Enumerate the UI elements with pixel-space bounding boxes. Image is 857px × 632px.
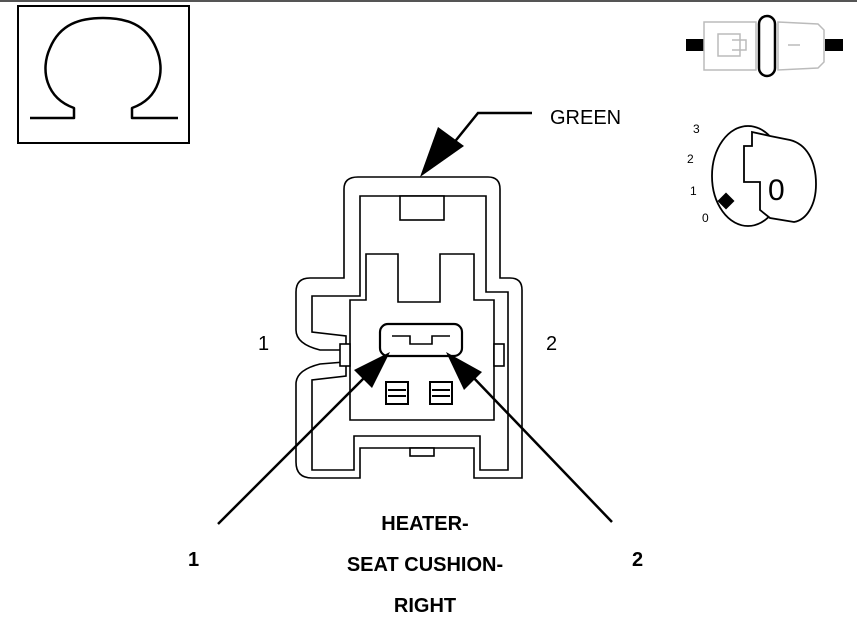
ignition-position-2: 2 <box>687 152 694 166</box>
ignition-position-1: 1 <box>690 184 697 198</box>
pin-side-label-right: 2 <box>546 333 557 355</box>
connector-name-line-3: RIGHT <box>394 595 456 617</box>
ignition-position-3: 3 <box>693 122 700 136</box>
connector-name-line-2: SEAT CUSHION- <box>347 554 503 576</box>
color-callout <box>420 111 532 177</box>
pin-callout-1: 1 <box>188 549 199 571</box>
pin-callout-2: 2 <box>632 549 643 571</box>
omega-icon <box>17 5 190 144</box>
connector-color-label: GREEN <box>550 107 621 129</box>
ignition-key-icon: 3 2 1 0 0 <box>687 122 817 227</box>
connector-body <box>295 176 523 479</box>
pin-side-label-left: 1 <box>258 333 269 355</box>
pin-callout-arrows <box>217 352 613 525</box>
top-rule <box>0 0 857 2</box>
ignition-position-0: 0 <box>702 211 709 225</box>
connector-disconnected-icon <box>686 14 843 78</box>
connector-name-line-1: HEATER- <box>381 513 468 535</box>
ignition-key-position: 0 <box>768 174 785 207</box>
